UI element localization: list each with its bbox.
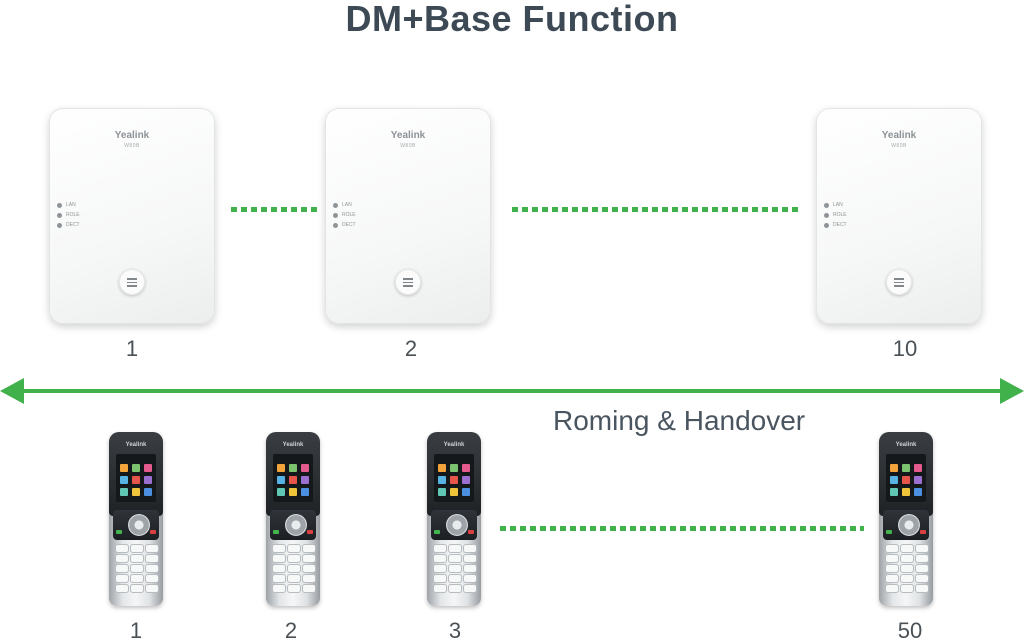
base-model-label: W80B	[400, 143, 416, 149]
led-label-lan: LAN	[342, 202, 352, 208]
led-label-role: ROLE	[66, 212, 80, 218]
base-connector-dots	[231, 207, 317, 212]
navigation-ring-icon	[285, 514, 307, 536]
keypad	[434, 545, 476, 592]
led-indicators: LAN ROLE DECT	[57, 200, 80, 230]
base-number-10: 10	[892, 336, 918, 361]
led-label-lan: LAN	[66, 202, 76, 208]
handset-screen	[273, 454, 313, 502]
led-label-role: ROLE	[342, 212, 356, 218]
led-icon	[824, 212, 829, 218]
keypad	[273, 545, 315, 592]
led-icon	[333, 202, 338, 208]
handset-50: Yealink	[879, 432, 933, 606]
handset-number-3: 3	[448, 618, 462, 643]
handset-number-50: 50	[897, 618, 923, 643]
led-indicators: LAN ROLE DECT	[333, 200, 356, 230]
base-brand-label: Yealink	[881, 130, 917, 141]
base-station-10: Yealink W80B LAN ROLE DECT	[816, 108, 982, 324]
led-icon	[57, 212, 62, 218]
base-brand-label: Yealink	[114, 130, 150, 141]
navigation-ring-icon	[898, 514, 920, 536]
handset-brand-label: Yealink	[443, 442, 465, 448]
menu-lines-icon	[886, 269, 912, 295]
handset-number-1: 1	[129, 618, 143, 643]
keypad	[116, 545, 158, 592]
double-headed-arrow-icon	[0, 378, 1024, 404]
handset-brand-label: Yealink	[895, 442, 917, 448]
base-station-2: Yealink W80B LAN ROLE DECT	[325, 108, 491, 324]
handset-screen	[116, 454, 156, 502]
led-label-lan: LAN	[833, 202, 843, 208]
handset-3: Yealink	[427, 432, 481, 606]
handset-screen	[886, 454, 926, 502]
menu-lines-icon	[119, 269, 145, 295]
navigation-ring-icon	[128, 514, 150, 536]
base-number-1: 1	[125, 336, 139, 361]
led-label-dect: DECT	[833, 222, 847, 228]
base-model-label: W80B	[124, 143, 140, 149]
base-brand-label: Yealink	[390, 130, 426, 141]
led-icon	[824, 222, 829, 228]
handset-1: Yealink	[109, 432, 163, 606]
handset-screen	[434, 454, 474, 502]
handset-connector-dots	[500, 526, 864, 531]
keypad	[886, 545, 928, 592]
handset-brand-label: Yealink	[125, 442, 147, 448]
led-label-dect: DECT	[342, 222, 356, 228]
diagram-title: DM+Base Function	[345, 0, 679, 39]
base-model-label: W80B	[891, 143, 907, 149]
led-indicators: LAN ROLE DECT	[824, 200, 847, 230]
led-icon	[333, 222, 338, 228]
roaming-handover-caption: Roming & Handover	[553, 405, 806, 436]
led-icon	[824, 202, 829, 208]
handset-brand-label: Yealink	[282, 442, 304, 448]
led-label-dect: DECT	[66, 222, 80, 228]
led-label-role: ROLE	[833, 212, 847, 218]
menu-lines-icon	[395, 269, 421, 295]
led-icon	[57, 202, 62, 208]
handset-2: Yealink	[266, 432, 320, 606]
base-station-1: Yealink W80B LAN ROLE DECT	[49, 108, 215, 324]
led-icon	[57, 222, 62, 228]
base-number-2: 2	[404, 336, 418, 361]
handset-number-2: 2	[284, 618, 298, 643]
base-connector-dots	[512, 207, 800, 212]
led-icon	[333, 212, 338, 218]
navigation-ring-icon	[446, 514, 468, 536]
